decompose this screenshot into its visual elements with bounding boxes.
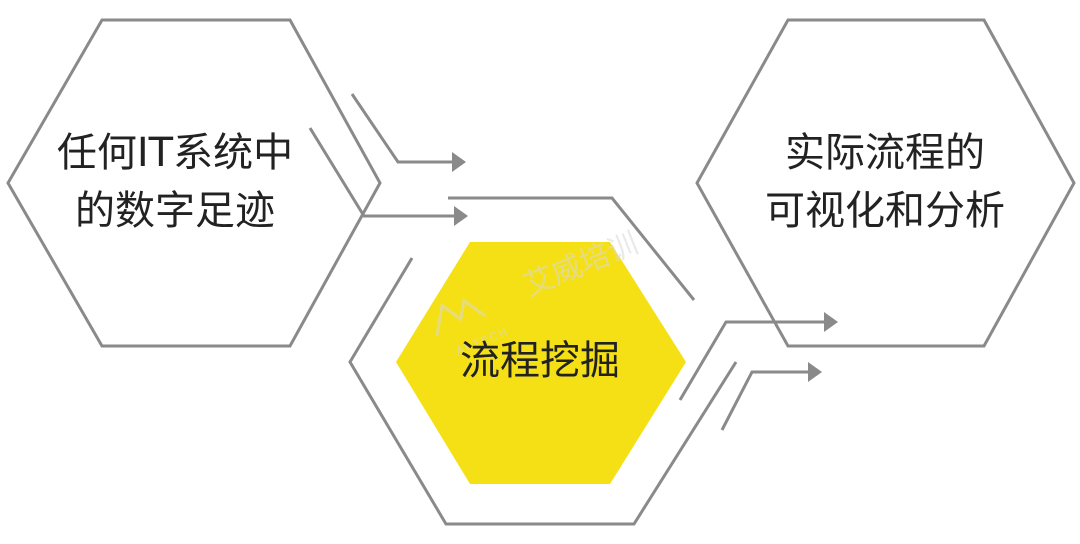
label-visualization: 实际流程的 可视化和分析 <box>720 124 1050 240</box>
hexagon-visualization <box>695 18 1076 348</box>
arrow-upper-left-head <box>452 152 466 172</box>
hexagon-digital-footprint <box>6 18 382 348</box>
label-visualization-line-2: 可视化和分析 <box>765 188 1005 234</box>
label-process-mining-line-1: 流程挖掘 <box>460 338 620 384</box>
label-digital-footprint-line-2: 的数字足迹 <box>75 188 275 234</box>
watermark-logo-icon <box>435 298 487 336</box>
arrow-upper-right-line <box>678 320 824 401</box>
outer-hexagon-bottom <box>348 257 738 526</box>
arrow-lower-left-head <box>454 206 468 226</box>
label-digital-footprint-line-1: 任何IT系统中 <box>56 130 294 176</box>
label-visualization-line-1: 实际流程的 <box>785 130 985 176</box>
arrow-upper-right-head <box>824 312 838 332</box>
arrow-upper-left-line <box>350 93 452 164</box>
label-process-mining: 流程挖掘 <box>400 332 680 390</box>
arrow-lower-right-head <box>808 362 822 382</box>
arrow-lower-left-line <box>308 127 454 218</box>
label-digital-footprint: 任何IT系统中 的数字足迹 <box>30 124 320 240</box>
arrow-lower-right-line <box>720 370 808 431</box>
outer-hexagon-top-right <box>448 196 696 301</box>
